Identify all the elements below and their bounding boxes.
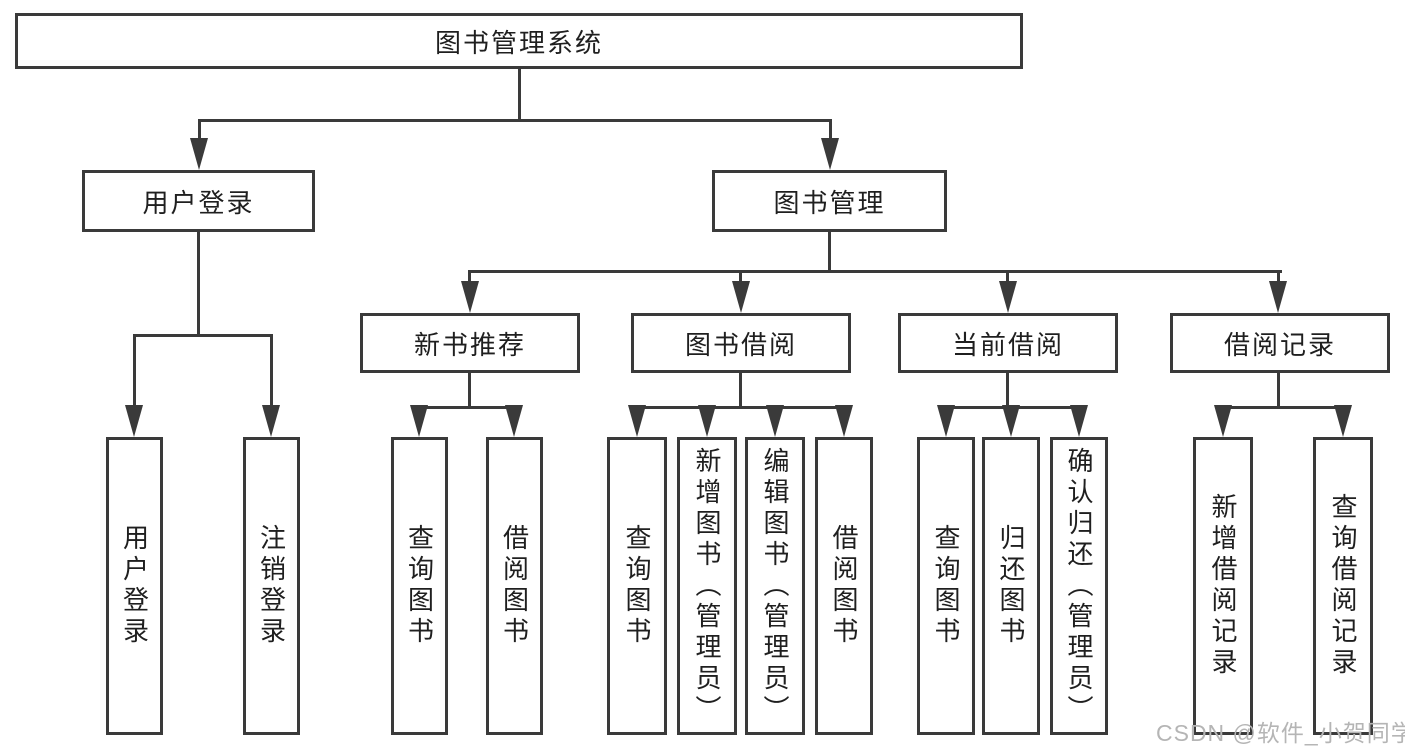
leaf-logout: 注销登录 <box>243 437 300 735</box>
leaf-borrow-books-2-label: 借阅图书 <box>829 524 859 648</box>
connector-login-leaf2-stem <box>270 334 273 410</box>
leaf-user-login-label: 用户登录 <box>119 524 150 648</box>
leaf-confirm-return-admin: 确认归还（管理员） <box>1050 437 1108 735</box>
arrow-sec1-leaf1 <box>410 405 428 437</box>
connector-root-stem <box>518 66 521 122</box>
node-borrow-records: 借阅记录 <box>1170 313 1390 373</box>
node-book-borrow: 图书借阅 <box>631 313 851 373</box>
leaf-query-books-2: 查询图书 <box>607 437 667 735</box>
leaf-query-books-1: 查询图书 <box>391 437 448 735</box>
arrow-sec2-leaf1 <box>628 405 646 437</box>
arrow-sec4-leaf2 <box>1334 405 1352 437</box>
connector-sec2-stem <box>739 270 742 286</box>
leaf-user-login: 用户登录 <box>106 437 163 735</box>
arrow-to-new-book-recommend <box>461 281 479 313</box>
leaf-return-books-label: 归还图书 <box>996 524 1026 648</box>
connector-sec3-stem <box>1006 270 1009 286</box>
leaf-add-borrow-record: 新增借阅记录 <box>1193 437 1253 735</box>
arrow-to-book-borrow <box>732 281 750 313</box>
leaf-add-borrow-record-label: 新增借阅记录 <box>1208 493 1238 679</box>
connector-sec3-down <box>1006 370 1009 409</box>
arrow-sec2-leaf4 <box>835 405 853 437</box>
leaf-add-books-admin: 新增图书（管理员） <box>677 437 737 735</box>
arrow-sec2-leaf2 <box>698 405 716 437</box>
leaf-edit-books-admin: 编辑图书（管理员） <box>745 437 805 735</box>
leaf-logout-label: 注销登录 <box>256 524 287 648</box>
connector-user-login-down <box>197 229 200 337</box>
leaf-query-books-3: 查询图书 <box>917 437 975 735</box>
connector-login-leaf1-stem <box>133 334 136 410</box>
node-user-login: 用户登录 <box>82 170 315 232</box>
leaf-query-books-2-label: 查询图书 <box>622 524 652 648</box>
leaf-edit-books-admin-label: 编辑图书（管理员） <box>760 446 790 726</box>
arrow-sec2-leaf3 <box>766 405 784 437</box>
arrow-to-login-leaf2 <box>262 405 280 437</box>
leaf-confirm-return-admin-label: 确认归还（管理员） <box>1064 446 1094 726</box>
leaf-query-borrow-record: 查询借阅记录 <box>1313 437 1373 735</box>
connector-level3-splitter <box>468 270 1282 273</box>
connector-sec1-splitter <box>418 406 517 409</box>
leaf-query-books-1-label: 查询图书 <box>404 524 435 648</box>
node-current-borrow: 当前借阅 <box>898 313 1118 373</box>
leaf-query-books-3-label: 查询图书 <box>931 524 961 648</box>
arrow-to-current-borrow <box>999 281 1017 313</box>
connector-sec1-down <box>468 370 471 409</box>
connector-user-login-stem <box>198 119 201 141</box>
node-root-label: 图书管理系统 <box>434 27 603 58</box>
arrow-sec1-leaf2 <box>505 405 523 437</box>
connector-book-mgmt-down <box>828 229 831 273</box>
leaf-add-books-admin-label: 新增图书（管理员） <box>692 446 722 726</box>
node-user-login-label: 用户登录 <box>142 187 255 218</box>
node-root: 图书管理系统 <box>15 13 1023 69</box>
connector-sec2-down <box>739 370 742 409</box>
node-book-management: 图书管理 <box>712 170 947 232</box>
leaf-borrow-books-1-label: 借阅图书 <box>499 524 530 648</box>
connector-sec4-down <box>1277 370 1280 409</box>
connector-sec2-splitter <box>635 406 845 409</box>
connector-book-mgmt-stem <box>829 119 832 141</box>
arrow-sec3-leaf3 <box>1070 405 1088 437</box>
connector-level2-splitter <box>198 119 832 122</box>
leaf-query-borrow-record-label: 查询借阅记录 <box>1328 493 1358 679</box>
csdn-watermark: CSDN @软件_小贺同学 <box>1156 720 1405 746</box>
arrow-to-borrow-records <box>1269 281 1287 313</box>
connector-sec4-splitter <box>1221 406 1345 409</box>
node-new-book-recommend: 新书推荐 <box>360 313 580 373</box>
connector-sec4-stem <box>1277 270 1280 286</box>
arrow-to-login-leaf1 <box>125 405 143 437</box>
leaf-return-books: 归还图书 <box>982 437 1040 735</box>
node-borrow-records-label: 借阅记录 <box>1223 329 1336 360</box>
arrow-sec3-leaf2 <box>1002 405 1020 437</box>
node-book-borrow-label: 图书借阅 <box>684 329 797 360</box>
connector-sec1-stem <box>468 270 471 286</box>
arrow-to-user-login <box>190 138 208 170</box>
node-book-management-label: 图书管理 <box>773 187 886 218</box>
leaf-borrow-books-1: 借阅图书 <box>486 437 543 735</box>
connector-user-login-splitter <box>133 334 273 337</box>
node-new-book-recommend-label: 新书推荐 <box>413 329 526 360</box>
node-current-borrow-label: 当前借阅 <box>951 329 1064 360</box>
leaf-borrow-books-2: 借阅图书 <box>815 437 873 735</box>
arrow-sec4-leaf1 <box>1214 405 1232 437</box>
arrow-sec3-leaf1 <box>937 405 955 437</box>
arrow-to-book-management <box>821 138 839 170</box>
